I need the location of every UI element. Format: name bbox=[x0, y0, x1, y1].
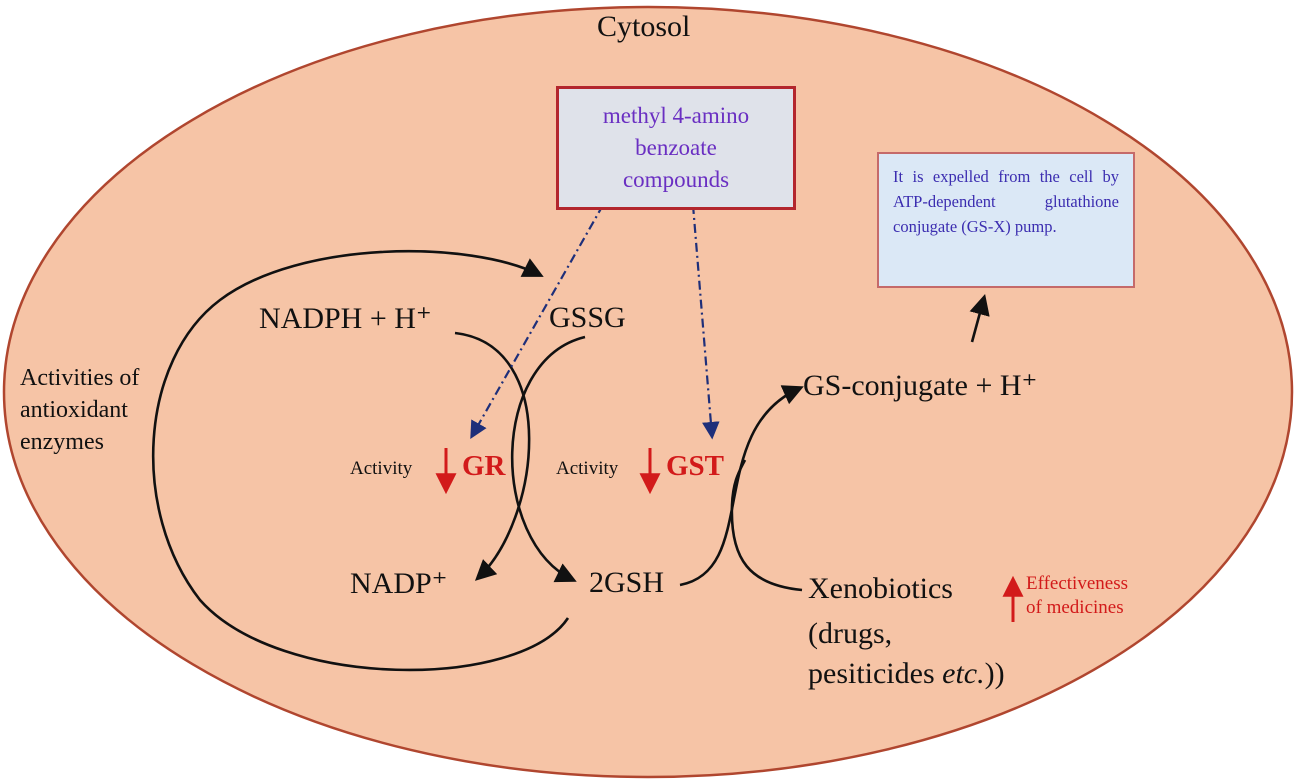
conjugate-to-pump-arrow bbox=[969, 293, 990, 343]
antioxidant-cycle-arrow bbox=[151, 249, 570, 672]
gsh-to-conjugate-arrow bbox=[679, 385, 804, 587]
nadp-label: NADP⁺ bbox=[350, 567, 448, 600]
etc-emphasis: etc. bbox=[942, 657, 985, 690]
compound-to-gr-arrow bbox=[470, 204, 604, 440]
cytosol-label: Cytosol bbox=[597, 10, 691, 43]
effectiveness-note: Effectiveness of medicines bbox=[1026, 573, 1128, 618]
gr-activity-label: Activity bbox=[350, 458, 413, 479]
gssg-to-gsh-arrow bbox=[510, 335, 586, 583]
xenobiotics-curve bbox=[730, 459, 803, 592]
nadph-to-nadp-arrow bbox=[454, 331, 531, 581]
compound-box-text: methyl 4-amino benzoate compounds bbox=[602, 103, 750, 192]
gsh-label: 2GSH bbox=[589, 566, 665, 599]
compound-to-gst-arrow bbox=[691, 204, 720, 440]
gssg-label: GSSG bbox=[549, 301, 626, 334]
antioxidant-enzymes-label: Activities of antioxidant enzymes bbox=[20, 365, 140, 455]
gst-activity-label: Activity bbox=[556, 458, 619, 479]
xenobiotics-examples-label: (drugs, pesiticides etc.)) bbox=[808, 617, 1005, 690]
pump-box-text: It is expelled from the cell by ATP-depe… bbox=[893, 167, 1119, 236]
gs-conjugate-label: GS-conjugate + H⁺ bbox=[803, 369, 1038, 402]
xenobiotics-label: Xenobiotics bbox=[808, 572, 953, 605]
gr-enzyme-label: GR bbox=[462, 450, 506, 482]
compound-box: methyl 4-amino benzoate compounds bbox=[556, 86, 796, 210]
pump-box: It is expelled from the cell by ATP-depe… bbox=[877, 152, 1135, 288]
nadph-label: NADPH + H⁺ bbox=[259, 302, 432, 335]
gst-enzyme-label: GST bbox=[666, 450, 725, 482]
